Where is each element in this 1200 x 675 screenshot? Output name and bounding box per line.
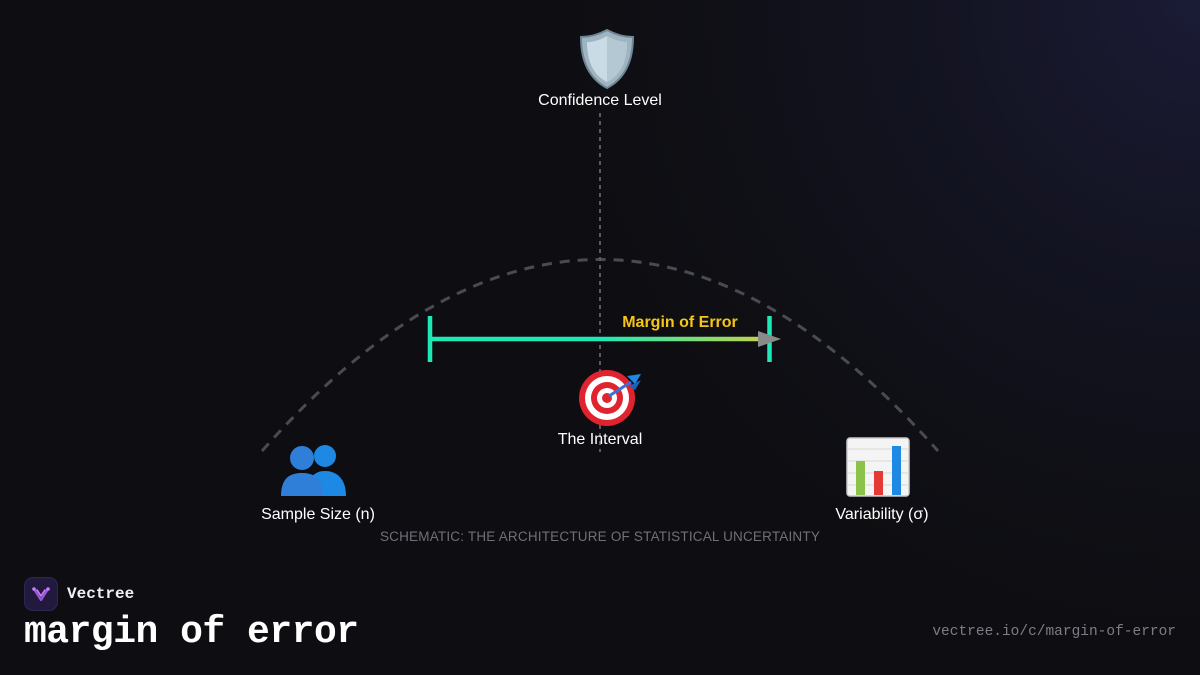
- bar-chart-icon: [846, 437, 910, 497]
- variability-label: Variability (σ): [835, 506, 929, 523]
- brand-name: Vectree: [67, 585, 135, 603]
- sample-size-label: Sample Size (n): [261, 506, 375, 523]
- confidence-level-label: Confidence Level: [538, 92, 662, 109]
- interval-label: The Interval: [557, 431, 643, 448]
- people-icon: [281, 445, 346, 496]
- page-url[interactable]: vectree.io/c/margin-of-error: [932, 624, 1176, 640]
- brand[interactable]: Vectree: [24, 577, 134, 611]
- page-title: margin of error: [24, 611, 359, 654]
- target-icon: [579, 370, 641, 426]
- diagram-caption: SCHEMATIC: THE ARCHITECTURE OF STATISTIC…: [379, 529, 821, 544]
- margin-arrow-head: [758, 331, 781, 347]
- margin-of-error-label: Margin of Error: [622, 314, 738, 331]
- shield-icon: [579, 28, 635, 90]
- vectree-logo-icon: [24, 577, 58, 611]
